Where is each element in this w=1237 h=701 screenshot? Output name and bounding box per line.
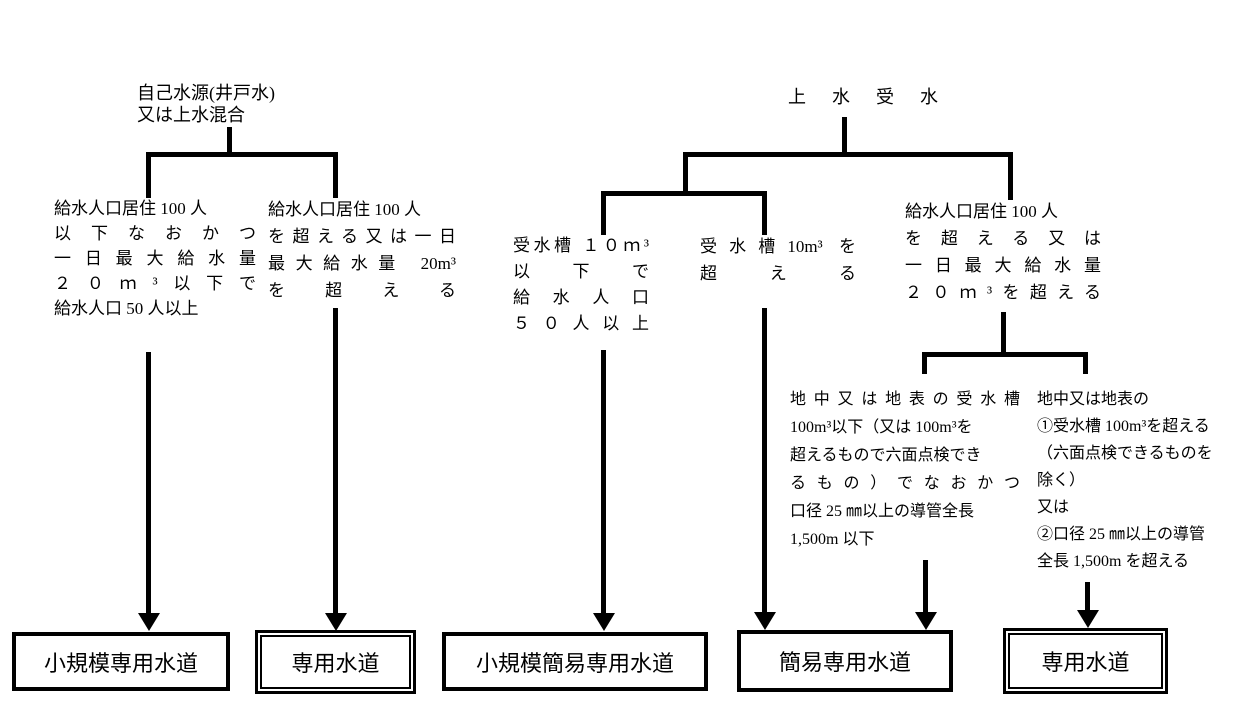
result-label-small-senyo-suido: 小規模専用水道 [43, 650, 198, 676]
condition-line: 一日最大給水量 [54, 249, 256, 268]
result-box-small-kani-senyo-suido: 小規模簡易専用水道 [442, 632, 708, 691]
left-tree-branch1-line [146, 152, 151, 198]
result-box-small-senyo-suido: 小規模専用水道 [12, 632, 230, 691]
condition-large-senyo: 給水人口居住 100 人 を超える又は一日 最大給水量 20m³ を超える [268, 196, 456, 304]
source-label-tap-water: 上水受水 [788, 87, 964, 107]
detail-line: 1,500m 以下 [790, 531, 875, 548]
condition-line: 以下なおかつ [54, 224, 256, 243]
detail-line: るもの）でなおかつ [790, 475, 1020, 492]
detail-line: （六面点検できるものを [1037, 445, 1213, 462]
pop-large-left-stub-line [922, 352, 927, 374]
arrow-head-to-small-kani-senyo [593, 613, 615, 631]
arrow-shaft-to-small-kani-senyo [601, 350, 606, 614]
pop-large-stem-line [1001, 312, 1006, 357]
source-label-own-water: 自己水源(井戸水) 又は上水混合 [137, 82, 275, 126]
condition-line: 給水人口居住 100 人 [268, 200, 421, 219]
condition-line: を超える又は一日 [268, 227, 456, 246]
result-box-kani-senyo-suido: 簡易専用水道 [737, 630, 953, 692]
left-tree-stem-line [227, 127, 232, 155]
tank-split-right-line [762, 191, 767, 235]
condition-line: 受水槽 １０ｍ³ [513, 236, 649, 255]
pop-large-horizontal-line [922, 352, 1088, 357]
detail-line: ①受水槽 100m³を超える [1037, 418, 1210, 435]
condition-line: 給水人口 [513, 288, 649, 307]
arrow-shaft-to-small-senyo [146, 352, 151, 614]
arrow-head-to-small-senyo [138, 613, 160, 631]
condition-pop-large: 給水人口居住 100 人 を超える又は 一日最大給水量 ２０ｍ³を超える [905, 198, 1101, 306]
detail-line: ②口径 25 ㎜以上の導管 [1037, 526, 1206, 543]
right-tree-stem-line [842, 117, 847, 155]
detail-line: 地中又は地表の受水槽 [790, 391, 1020, 408]
arrow-head-to-kani-senyo-left [754, 612, 776, 630]
result-box-senyo-suido-right: 専用水道 [1003, 628, 1168, 694]
arrow-shaft-to-kani-senyo-left [762, 308, 767, 614]
result-label-senyo-suido-left: 専用水道 [291, 651, 380, 676]
condition-line: 一日最大給水量 [905, 256, 1101, 275]
arrow-shaft-to-senyo-right [1085, 582, 1090, 612]
condition-line: 超える [700, 264, 856, 283]
detail-tank-over: 地中又は地表の ①受水槽 100m³を超える （六面点検できるものを 除く） 又… [1037, 386, 1235, 575]
arrow-head-to-kani-senyo-right [915, 612, 937, 630]
right-tree-horizontal-line [683, 152, 1013, 157]
condition-line: 給水人口居住 100 人 [54, 199, 207, 218]
tank-split-left-line [601, 191, 606, 235]
detail-line: 全長 1,500m を超える [1037, 553, 1189, 570]
left-tree-branch2-line [333, 152, 338, 198]
detail-line: 地中又は地表の [1037, 391, 1150, 408]
arrow-shaft-to-kani-senyo-right [923, 560, 928, 614]
condition-tank-small: 受水槽 １０ｍ³ 以下で 給水人口 ５０人以上 [513, 233, 649, 337]
result-label-senyo-suido-right: 専用水道 [1041, 650, 1130, 675]
condition-tank-large: 受水槽10m³ を 超える [700, 233, 856, 287]
arrow-shaft-to-senyo-left [333, 308, 338, 614]
condition-line: ２０ｍ³を超える [905, 283, 1101, 302]
condition-line: 受水槽10m³ を [700, 237, 856, 256]
tank-split-horizontal-line [601, 191, 767, 196]
right-tree-left-branch-line [683, 152, 688, 193]
source-label-own-water-line1: 自己水源(井戸水) [137, 83, 275, 103]
condition-line: 以下で [513, 262, 649, 281]
result-box-senyo-suido-left: 専用水道 [255, 630, 416, 694]
result-label-small-kani-senyo-suido: 小規模簡易専用水道 [475, 650, 674, 676]
condition-line: を超える又は [905, 229, 1101, 248]
detail-tank-ok: 地中又は地表の受水槽 100m³以下（又は 100m³を 超えるもので六面点検で… [790, 386, 1020, 554]
arrow-head-to-senyo-right [1077, 610, 1099, 628]
condition-line: 給水人口 50 人以上 [54, 299, 199, 318]
detail-line: 100m³以下（又は 100m³を [790, 419, 973, 436]
arrow-head-to-senyo-left [325, 613, 347, 631]
detail-line: 又は [1037, 499, 1070, 516]
detail-line: 超えるもので六面点検でき [790, 447, 982, 464]
detail-line: 除く） [1037, 472, 1086, 489]
left-tree-horizontal-line [146, 152, 338, 157]
source-label-own-water-line2: 又は上水混合 [137, 105, 245, 125]
condition-line: ２０ｍ³以下で [54, 274, 256, 293]
condition-line: 最大給水量 20m³ [268, 254, 456, 273]
condition-line: 給水人口居住 100 人 [905, 202, 1058, 221]
condition-line: ５０人以上 [513, 314, 649, 333]
pop-large-right-stub-line [1083, 352, 1088, 374]
detail-line: 口径 25 ㎜以上の導管全長 [790, 503, 975, 520]
result-label-kani-senyo-suido: 簡易専用水道 [778, 650, 911, 675]
right-tree-right-branch-line [1008, 152, 1013, 200]
condition-small-senyo: 給水人口居住 100 人 以下なおかつ 一日最大給水量 ２０ｍ³以下で 給水人口… [54, 196, 256, 321]
condition-line: を超える [268, 281, 456, 300]
